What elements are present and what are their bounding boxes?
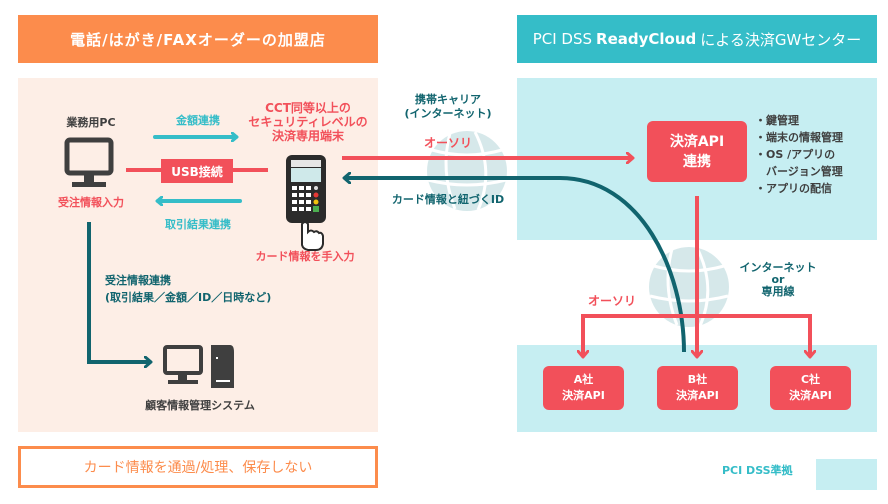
order-link-arrow — [87, 222, 150, 362]
internet-or-dedicated-label: インターネット or 専用線 — [738, 262, 818, 298]
carrier-line: (インターネット) — [404, 107, 492, 120]
terminal-title-line: CCT同等以上の — [265, 101, 351, 115]
gateway-header-prefix: PCI DSS — [532, 30, 593, 48]
network-type-line: or — [771, 273, 785, 286]
company-name: B社 — [687, 373, 708, 386]
order-link-label: 受注情報連携 (取引結果／金額／ID／日時など) — [105, 272, 271, 306]
crm-pc-icon — [163, 345, 203, 384]
company-c-api-box: C社 決済API — [770, 366, 851, 410]
server-icon — [211, 345, 234, 388]
gateway-header: PCI DSS ReadyCloud による決済GWセンター — [517, 15, 877, 63]
feature-item: ・端末の情報管理 — [755, 131, 843, 144]
company-b-api-box: B社 決済API — [657, 366, 738, 410]
business-pc-label: 業務用PC — [66, 116, 116, 129]
company-name: C社 — [800, 373, 821, 386]
gateway-header-brand: ReadyCloud — [596, 30, 697, 48]
payment-api-integration-box: 決済API 連携 — [647, 121, 747, 182]
feature-item: バージョン管理 — [755, 165, 843, 178]
globe-icon — [427, 131, 507, 211]
auth-label: オーソリ — [423, 136, 472, 150]
api-box-line: 連携 — [683, 153, 711, 170]
crm-label: 顧客情報管理システム — [145, 399, 255, 412]
feature-item: ・鍵管理 — [755, 114, 799, 127]
order-link-line: 受注情報連携 — [105, 274, 171, 287]
company-a-api-box: A社 決済API — [543, 366, 624, 410]
manual-card-entry-label: カード情報を手入力 — [255, 250, 355, 263]
company-api: 決済API — [676, 389, 719, 402]
hand-pointer-icon — [301, 221, 324, 251]
gateway-features-list: ・鍵管理 ・端末の情報管理 ・OS /アプリの バージョン管理 ・アプリの配信 — [755, 112, 843, 197]
terminal-title-line: 決済専用端末 — [271, 129, 344, 143]
order-entry-label: 受注情報入力 — [58, 196, 124, 209]
carrier-line: 携帯キャリア — [415, 93, 481, 106]
network-type-line: 専用線 — [761, 285, 795, 298]
pc-icon — [64, 137, 114, 187]
gateway-header-suffix: による決済GWセンター — [700, 30, 862, 49]
company-api: 決済API — [562, 389, 605, 402]
company-api: 決済API — [789, 389, 832, 402]
auth-label-2: オーソリ — [587, 294, 636, 308]
card-id-label: カード情報と紐づくID — [391, 193, 505, 206]
no-card-data-notice: カード情報を通過/処理、保存しない — [18, 446, 378, 488]
api-box-line: 決済API — [669, 133, 725, 150]
usb-connection-badge: USB接続 — [161, 159, 233, 183]
pci-dss-legend-label: PCI DSS準拠 — [722, 464, 793, 477]
pci-dss-legend-swatch — [816, 459, 877, 490]
network-type-line: インターネット — [739, 261, 817, 274]
feature-item: ・アプリの配信 — [755, 182, 832, 195]
carrier-label: 携帯キャリア (インターネット) — [393, 93, 503, 121]
terminal-title: CCT同等以上の セキュリティレベルの 決済専用端末 — [238, 101, 378, 143]
order-link-line: (取引結果／金額／ID／日時など) — [105, 291, 272, 304]
company-name: A社 — [573, 373, 594, 386]
payment-terminal-icon — [286, 155, 326, 251]
terminal-title-line: セキュリティレベルの — [248, 115, 368, 129]
merchant-header: 電話/はがき/FAXオーダーの加盟店 — [18, 15, 378, 63]
feature-item: ・OS /アプリの — [755, 148, 836, 161]
result-link-label: 取引結果連携 — [165, 218, 231, 231]
amount-link-label: 金額連携 — [176, 114, 220, 127]
